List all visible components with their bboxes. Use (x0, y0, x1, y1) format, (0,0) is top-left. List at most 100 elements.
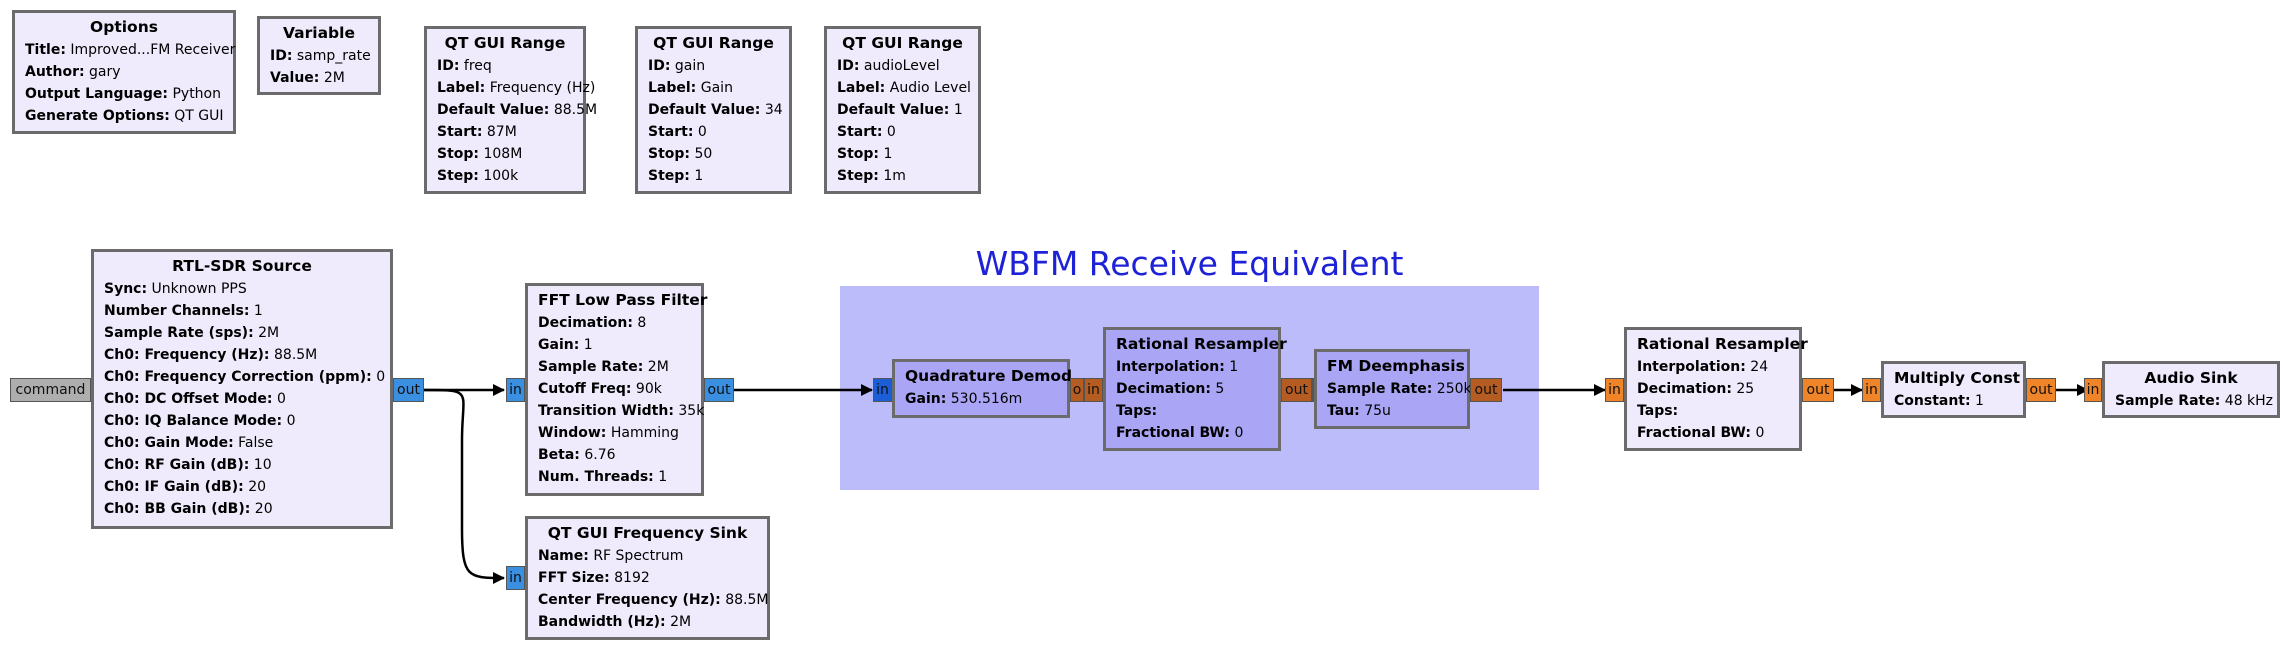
param-value: RF Spectrum (593, 548, 684, 564)
block-param-row: Output Language: Python (25, 83, 223, 105)
quad-out-port[interactable]: o (1070, 378, 1084, 402)
param-key: Constant: (1894, 393, 1971, 409)
block-param-row: Window: Hamming (538, 422, 691, 444)
block-param-row: Ch0: Frequency (Hz): 88.5M (104, 344, 380, 366)
param-value: False (238, 435, 274, 451)
deemph-in-port[interactable]: in (1312, 378, 1314, 402)
param-value: 1 (658, 469, 668, 485)
param-key: Default Value: (437, 102, 550, 118)
block-param-row: ID: gain (648, 55, 779, 77)
param-key: Gain: (538, 337, 580, 353)
param-value: 1 (953, 102, 963, 118)
rtl-command-port[interactable]: command (10, 378, 91, 402)
block-param-row: Sample Rate: 48 kHz (2115, 390, 2273, 412)
param-key: Bandwidth (Hz): (538, 614, 666, 630)
fsink-in-port[interactable]: in (506, 566, 525, 590)
block-param-row: Default Value: 1 (837, 99, 968, 121)
deemph-out-port[interactable]: out (1470, 378, 1502, 402)
param-key: Step: (648, 168, 690, 184)
block-title: Variable (283, 24, 355, 42)
block-param-row: Author: gary (25, 61, 223, 83)
rtl-out-port[interactable]: out (393, 378, 424, 402)
lpf-out-port[interactable]: out (704, 378, 734, 402)
param-value: 5 (1215, 381, 1225, 397)
block-param-row: Default Value: 88.5M (437, 99, 597, 121)
param-key: Name: (538, 548, 589, 564)
param-value: samp_rate (296, 48, 371, 64)
block-param-row: Ch0: IQ Balance Mode: 0 (104, 410, 380, 432)
param-value: 20 (248, 479, 267, 495)
mult-in-port[interactable]: in (1862, 378, 1881, 402)
param-value: 530.516m (950, 391, 1023, 407)
param-value: Frequency (Hz) (489, 80, 596, 96)
param-key: Stop: (648, 146, 691, 162)
block-title: QT GUI Range (444, 34, 566, 52)
block-param-row: ID: freq (437, 55, 573, 77)
resamp1-in-port[interactable]: in (1084, 378, 1103, 402)
block-param-row: Generate Options: QT GUI (25, 105, 224, 127)
resamp1-out-port[interactable]: out (1281, 378, 1312, 402)
block-param-row: Sample Rate: 2M (538, 356, 691, 378)
resamp2-in-port[interactable]: in (1605, 378, 1624, 402)
param-key: Decimation: (1116, 381, 1211, 397)
block-param-row: Title: Improved...FM Receiver (25, 39, 235, 61)
param-value: 10 (253, 457, 272, 473)
param-value: 87M (486, 124, 517, 140)
param-value: 35k (678, 403, 705, 419)
param-value: 2M (258, 325, 280, 341)
block-param-row: Cutoff Freq: 90k (538, 378, 691, 400)
param-key: Ch0: RF Gain (dB): (104, 457, 250, 473)
param-key: Sample Rate: (2115, 393, 2221, 409)
block-param-row: Sample Rate: 250k (1327, 378, 1472, 400)
param-key: Label: (648, 80, 697, 96)
block-param-row: Transition Width: 35k (538, 400, 704, 422)
param-key: Interpolation: (1116, 359, 1225, 375)
param-key: Start: (648, 124, 694, 140)
block-param-row: Label: Gain (648, 77, 779, 99)
lpf-in-port[interactable]: in (506, 378, 525, 402)
param-value: 1 (583, 337, 593, 353)
param-key: Taps: (1637, 403, 1679, 419)
asink-in-port[interactable]: in (2084, 378, 2102, 402)
param-value: 100k (483, 168, 519, 184)
block-param-row: ID: samp_rate (270, 45, 371, 67)
param-key: Gain: (905, 391, 947, 407)
param-value: gary (89, 64, 121, 80)
block-title: FM Deemphasis (1327, 357, 1465, 375)
block-param-row: Bandwidth (Hz): 2M (538, 611, 757, 633)
mult-out-port[interactable]: out (2026, 378, 2056, 402)
param-value: 88.5M (274, 347, 318, 363)
quad-in-port[interactable]: in (873, 378, 892, 402)
param-key: Stop: (837, 146, 880, 162)
block-param-row: Num. Threads: 1 (538, 466, 691, 488)
block-param-row: Center Frequency (Hz): 88.5M (538, 589, 769, 611)
block-title: RTL-SDR Source (172, 257, 312, 275)
resamp2-out-port[interactable]: out (1802, 378, 1834, 402)
param-key: Decimation: (1637, 381, 1732, 397)
param-value: 24 (1750, 359, 1769, 375)
param-value: 0 (286, 413, 296, 429)
block-param-row: Ch0: BB Gain (dB): 20 (104, 498, 380, 520)
block-param-row: Decimation: 25 (1637, 378, 1789, 400)
param-key: Ch0: BB Gain (dB): (104, 501, 251, 517)
param-value: 90k (635, 381, 662, 397)
param-key: Sync: (104, 281, 148, 297)
param-value: Python (172, 86, 221, 102)
block-param-row: Value: 2M (270, 67, 368, 89)
param-value: freq (463, 58, 492, 74)
param-key: Title: (25, 42, 66, 58)
